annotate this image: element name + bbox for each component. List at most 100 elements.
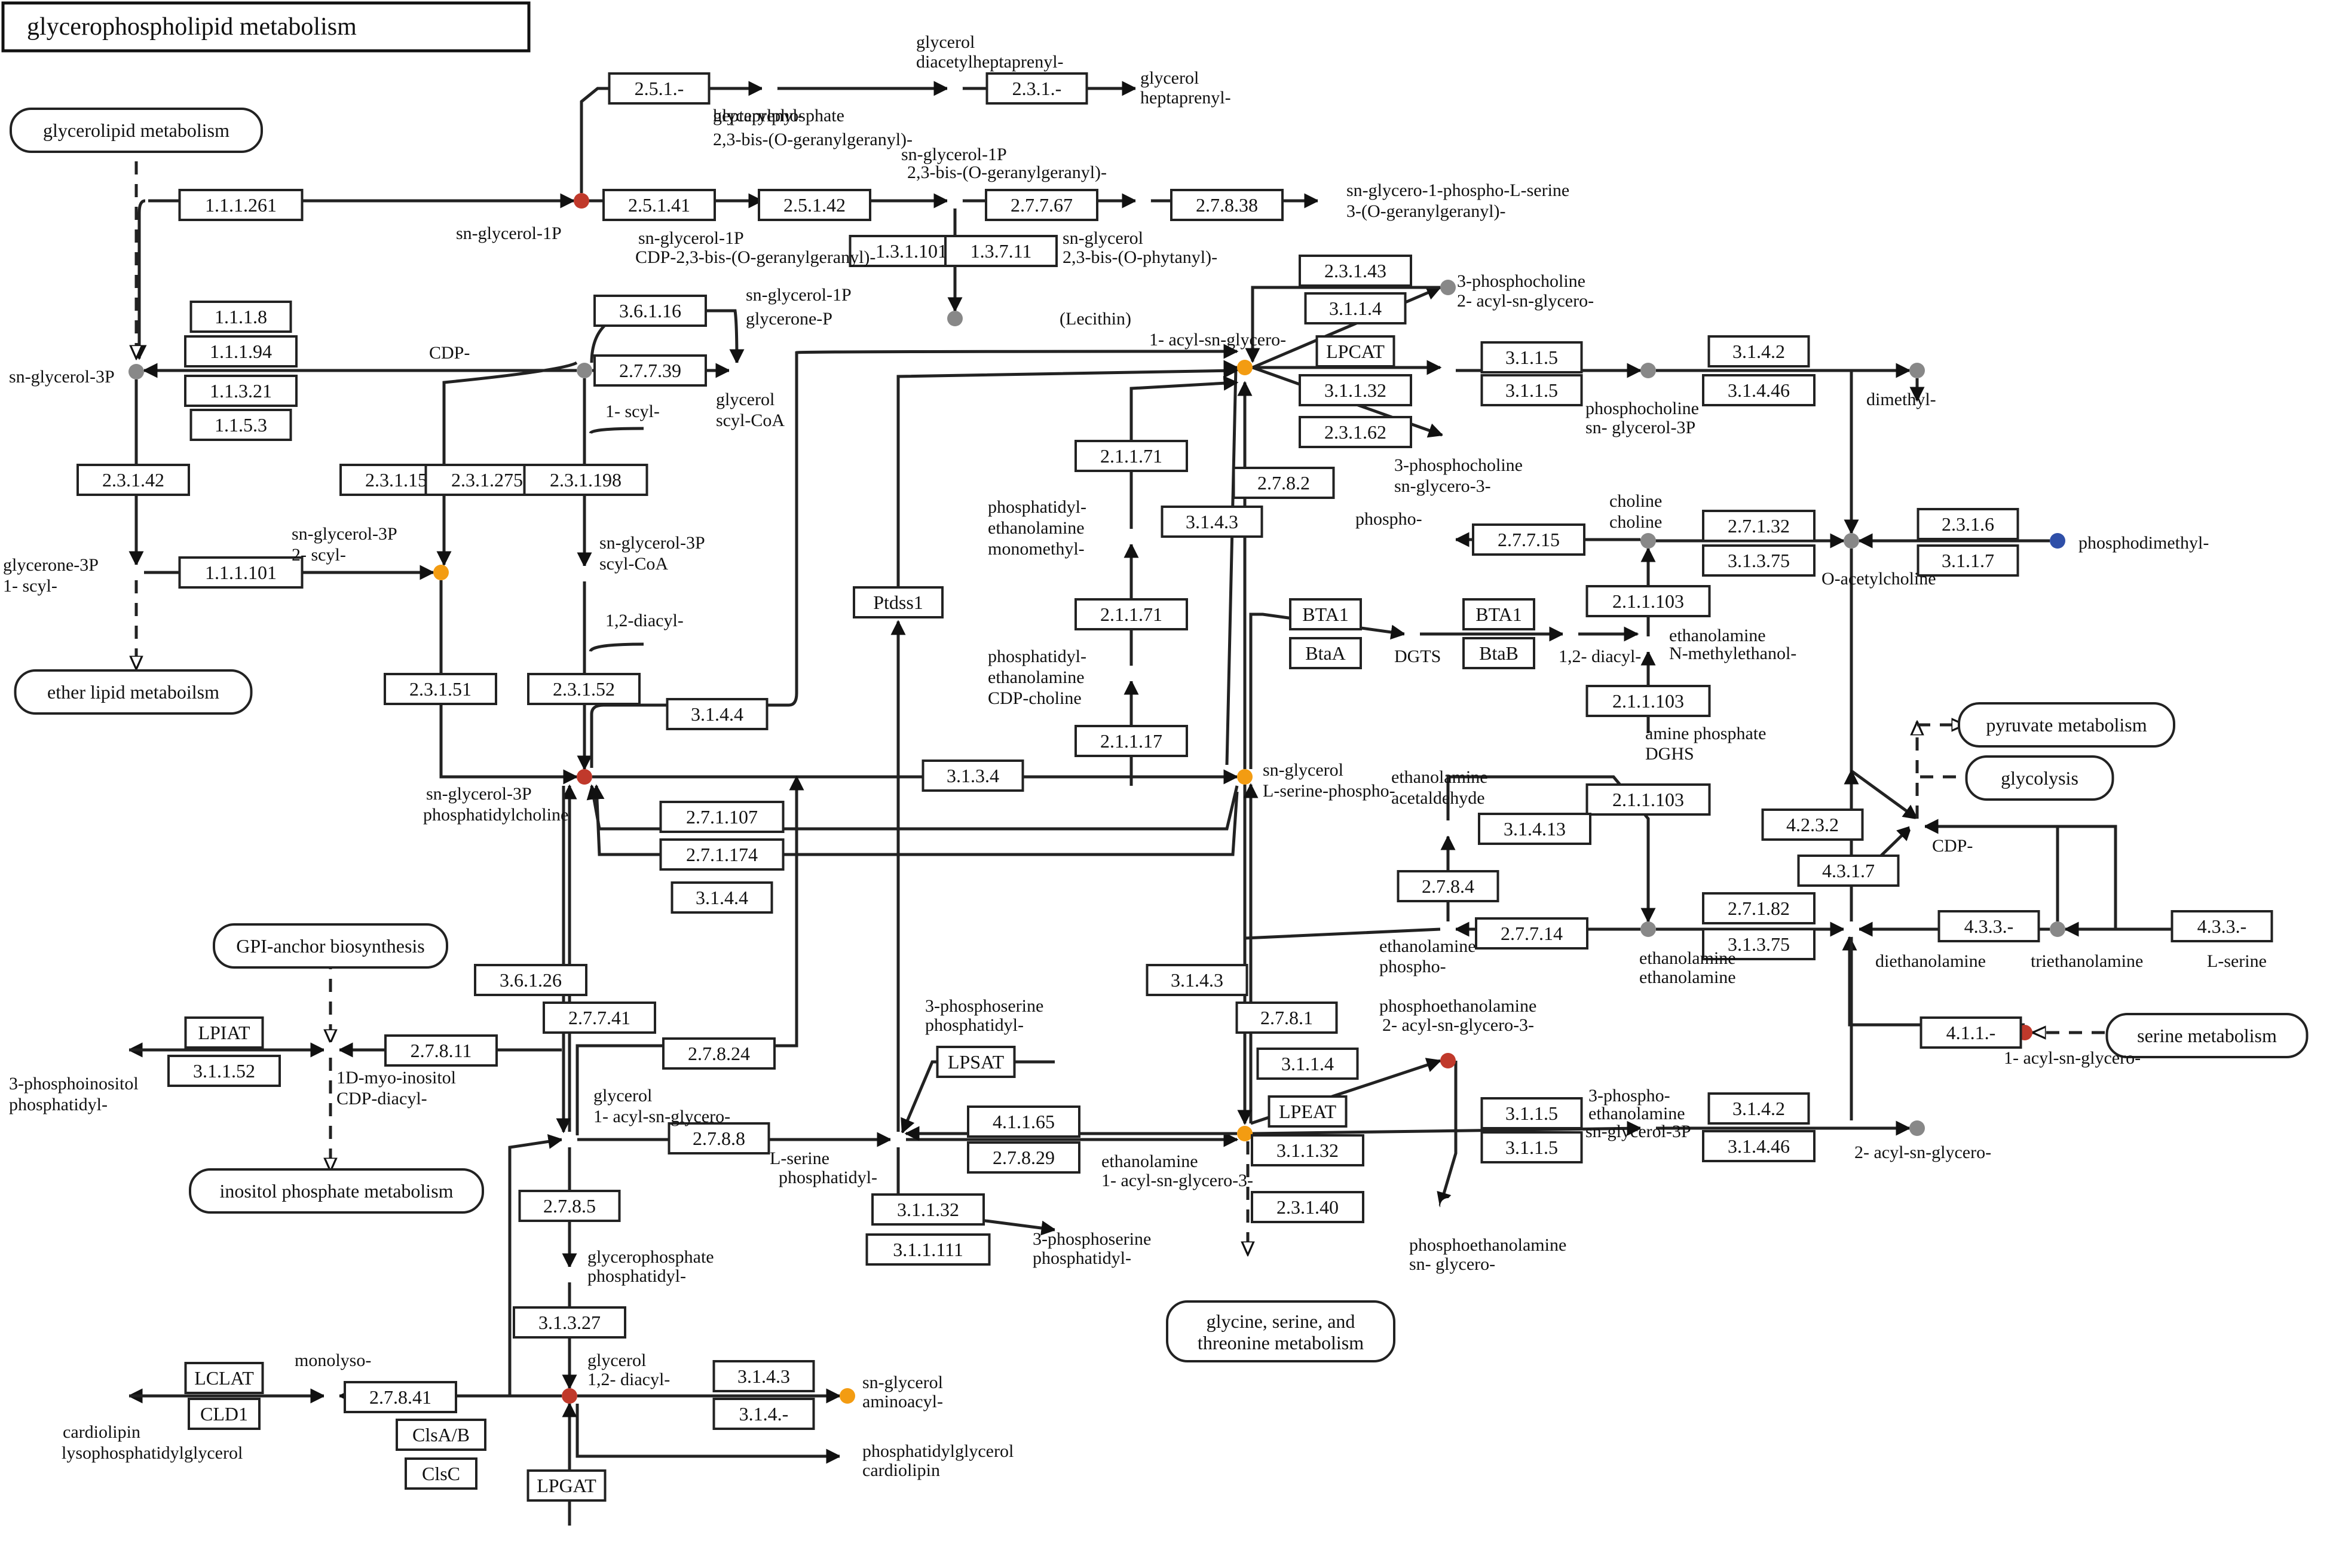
enzyme-box-3-1-1-5[interactable]: 3.1.1.5: [1480, 374, 1583, 406]
compound-choline[interactable]: [1844, 533, 1859, 549]
enzyme-box-3-1-3-75[interactable]: 3.1.3.75: [1702, 928, 1816, 960]
enzyme-box-1-1-1-94[interactable]: 1.1.1.94: [184, 335, 298, 368]
enzyme-box-2-7-7-14[interactable]: 2.7.7.14: [1475, 917, 1588, 950]
enzyme-box-4-1-1-65[interactable]: 4.1.1.65: [967, 1105, 1080, 1138]
compound-glycerone-p[interactable]: [128, 364, 144, 379]
compound-1-acyl-sn-glycerol-3p[interactable]: [433, 565, 449, 580]
enzyme-box-3-1-4-4[interactable]: 3.1.4.4: [666, 698, 769, 730]
enzyme-box-3-1-3-75[interactable]: 3.1.3.75: [1702, 544, 1816, 577]
compound-phosphatidylglycerol[interactable]: [562, 1388, 577, 1404]
enzyme-box-3-1-3-4[interactable]: 3.1.3.4: [922, 760, 1024, 792]
enzyme-box-2-7-8-11[interactable]: 2.7.8.11: [384, 1034, 498, 1067]
compound-2-acyl-sn-glycero-3-phosphoethanolamine[interactable]: [1440, 1198, 1456, 1214]
enzyme-box-2-1-1-103[interactable]: 2.1.1.103: [1585, 783, 1711, 816]
compound-sn-glycerol-3p[interactable]: [577, 363, 592, 378]
enzyme-box-2-7-8-41[interactable]: 2.7.8.41: [344, 1381, 457, 1413]
enzyme-box-2-7-8-38[interactable]: 2.7.8.38: [1170, 189, 1284, 221]
compound-cdp-choline[interactable]: [1440, 532, 1456, 547]
enzyme-box-3-6-1-26[interactable]: 3.6.1.26: [474, 964, 587, 996]
compound-sn-glycerol-3p-right[interactable]: [1909, 363, 1925, 378]
compound-cdp-2-3-bis-o-geranylgeranyl-sn-glycerol[interactable]: [1135, 193, 1151, 209]
pathway-map-gpi-anchor-biosynthesis[interactable]: GPI-anchor biosynthesis: [213, 923, 448, 969]
enzyme-box-2-5-1-41[interactable]: 2.5.1.41: [602, 189, 716, 221]
compound-phosphatidyl-1d-myo-inositol[interactable]: [324, 1042, 339, 1058]
enzyme-box-lpcat[interactable]: LPCAT: [1315, 335, 1395, 368]
enzyme-box-2-3-1[interactable]: 2.3.1.-: [985, 72, 1088, 105]
enzyme-box-1-1-1-101[interactable]: 1.1.1.101: [178, 556, 304, 589]
compound-phosphocholine[interactable]: [1640, 533, 1656, 549]
compound-phosphatidylglycerophosphate[interactable]: [562, 1267, 577, 1282]
enzyme-box-4-3-3[interactable]: 4.3.3.-: [2170, 910, 2273, 942]
enzyme-box-3-1-1-32[interactable]: 3.1.1.32: [1251, 1134, 1364, 1166]
compound-dgts[interactable]: [1563, 626, 1578, 642]
compound-1-2-diacyl-sn-glycerol-3p[interactable]: [577, 769, 592, 785]
compound-cdp-glycerol[interactable]: [729, 363, 745, 378]
pathway-map-glycolysis[interactable]: glycolysis: [1965, 755, 2114, 801]
enzyme-box-bta1[interactable]: BTA1: [1462, 598, 1535, 630]
enzyme-box-3-1-1-5[interactable]: 3.1.1.5: [1480, 1131, 1583, 1163]
enzyme-box-3-1-3-27[interactable]: 3.1.3.27: [513, 1306, 626, 1339]
compound-acetaldehyde[interactable]: [1909, 819, 1925, 834]
enzyme-box-3-1-1-4[interactable]: 3.1.1.4: [1304, 292, 1407, 324]
compound-phosphatidylcholine[interactable]: [1237, 360, 1253, 375]
compound-monolysocardiolipin[interactable]: [114, 1388, 129, 1404]
enzyme-box-1-3-7-11[interactable]: 1.3.7.11: [944, 235, 1058, 267]
enzyme-box-3-1-1-52[interactable]: 3.1.1.52: [167, 1055, 281, 1087]
enzyme-box-2-5-1[interactable]: 2.5.1.-: [608, 72, 711, 105]
enzyme-box-2-7-8-8[interactable]: 2.7.8.8: [668, 1122, 770, 1154]
enzyme-box-1-1-1-261[interactable]: 1.1.1.261: [178, 189, 304, 221]
compound-1-acyl-sn-glycero-3-phosphoserine[interactable]: [1055, 1054, 1070, 1070]
enzyme-box-ptdss1[interactable]: Ptdss1: [853, 586, 944, 618]
enzyme-box-3-1-4-3[interactable]: 3.1.4.3: [712, 1360, 815, 1392]
compound-2-acyl-sn-glycero-3-phosphoserine[interactable]: [1055, 1222, 1070, 1238]
compound-1-acyl-sn-glycero-3-phosphoinositol[interactable]: [114, 1042, 129, 1058]
enzyme-box-lclat[interactable]: LCLAT: [184, 1362, 264, 1394]
enzyme-box-bta1[interactable]: BTA1: [1289, 598, 1362, 630]
pathway-map-ether-lipid-metaboilsm[interactable]: ether lipid metaboilsm: [14, 669, 253, 715]
compound-1-acyl-sn-glycero-3-phosphoethanolamine[interactable]: [1440, 1053, 1456, 1068]
enzyme-box-clsa-b[interactable]: ClsA/B: [396, 1419, 486, 1451]
enzyme-box-1-1-3-21[interactable]: 1.1.3.21: [184, 375, 298, 407]
compound-aminoacyl-phosphatidylglycerol[interactable]: [840, 1448, 855, 1464]
enzyme-box-2-3-1-6[interactable]: 2.3.1.6: [1917, 508, 2019, 540]
compound-heptaprenylglycerol[interactable]: [947, 81, 963, 96]
enzyme-box-3-1-4-2[interactable]: 3.1.4.2: [1707, 1092, 1810, 1125]
compound-monomethyl-phosphatidylethanolamine[interactable]: [1123, 666, 1139, 681]
enzyme-box-2-7-8-24[interactable]: 2.7.8.24: [662, 1037, 776, 1070]
enzyme-box-4-3-3[interactable]: 4.3.3.-: [1937, 910, 2040, 942]
compound-phosphatidyl-l-serine[interactable]: [890, 1132, 906, 1147]
enzyme-box-3-1-4[interactable]: 3.1.4.-: [712, 1398, 815, 1430]
compound-sn-glycerol-1p[interactable]: [574, 193, 589, 209]
enzyme-box-2-3-1-198[interactable]: 2.3.1.198: [523, 464, 648, 496]
enzyme-box-2-7-1-174[interactable]: 2.7.1.174: [659, 838, 785, 871]
enzyme-box-2-1-1-17[interactable]: 2.1.1.17: [1074, 725, 1188, 757]
enzyme-box-1-1-5-3[interactable]: 1.1.5.3: [189, 409, 292, 441]
enzyme-box-3-1-1-5[interactable]: 3.1.1.5: [1480, 1097, 1583, 1129]
enzyme-box-2-3-1-62[interactable]: 2.3.1.62: [1299, 416, 1412, 448]
enzyme-box-3-1-1-32[interactable]: 3.1.1.32: [1299, 374, 1412, 406]
enzyme-box-2-7-8-4[interactable]: 2.7.8.4: [1397, 870, 1499, 902]
enzyme-box-lpiat[interactable]: LPIAT: [184, 1016, 264, 1049]
compound-heptaprenylglycerylphosphate[interactable]: [762, 81, 777, 96]
enzyme-box-2-7-7-39[interactable]: 2.7.7.39: [593, 354, 707, 387]
compound-diacetylheptaprenylglycerol[interactable]: [1135, 81, 1151, 96]
compound-2-acyl-sn-glycerol-3p[interactable]: [577, 566, 592, 581]
enzyme-box-2-1-1-71[interactable]: 2.1.1.71: [1074, 440, 1188, 472]
enzyme-box-4-1-1[interactable]: 4.1.1.-: [1920, 1016, 2022, 1049]
enzyme-box-2-7-8-2[interactable]: 2.7.8.2: [1232, 467, 1335, 499]
enzyme-box-lpeat[interactable]: LPEAT: [1268, 1095, 1348, 1128]
enzyme-box-2-1-1-103[interactable]: 2.1.1.103: [1585, 685, 1711, 717]
enzyme-box-3-1-1-5[interactable]: 3.1.1.5: [1480, 341, 1583, 373]
enzyme-box-3-1-4-2[interactable]: 3.1.4.2: [1707, 335, 1810, 368]
enzyme-box-2-7-7-41[interactable]: 2.7.7.41: [543, 1002, 656, 1034]
compound-cdp-ethanolamine[interactable]: [1440, 921, 1456, 937]
pathway-map-inositol-phosphate-metabolism[interactable]: inositol phosphate metabolism: [189, 1168, 484, 1214]
compound-lysophosphatidylglycerol[interactable]: [562, 1526, 577, 1541]
compound-n-methylethanolamine-phosphate[interactable]: [1640, 733, 1656, 749]
enzyme-box-3-1-1-111[interactable]: 3.1.1.111: [865, 1233, 991, 1266]
enzyme-box-4-3-1-7[interactable]: 4.3.1.7: [1797, 855, 1900, 887]
compound-dghs[interactable]: [1404, 626, 1420, 642]
enzyme-box-2-7-1-82[interactable]: 2.7.1.82: [1702, 892, 1816, 924]
enzyme-box-3-1-4-4[interactable]: 3.1.4.4: [671, 881, 773, 914]
